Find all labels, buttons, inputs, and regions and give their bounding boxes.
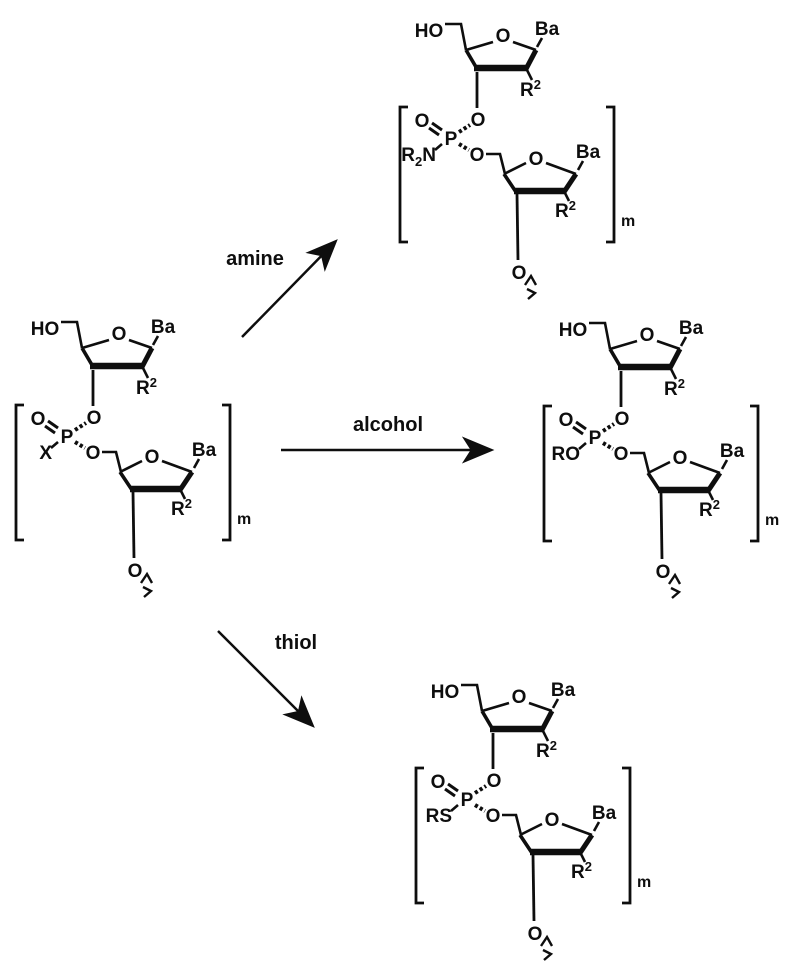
bridging-oxygen-label: O	[470, 145, 485, 166]
terminal-oxygen-label: O	[512, 263, 527, 284]
sugar-r2-label: R2	[136, 375, 157, 399]
phosphoryl-oxygen-label: O	[31, 409, 46, 430]
ring-oxygen-label: O	[112, 324, 127, 345]
p-substituent-label: RO	[552, 444, 581, 465]
phosphoryl-oxygen-label: O	[415, 111, 430, 132]
p-substituent-label: R2N	[401, 145, 436, 169]
hydroxyl-label: HO	[559, 320, 588, 341]
repeat-subscript: m	[637, 874, 651, 891]
terminal-oxygen-label: O	[528, 924, 543, 945]
arrow-label-alcohol: alcohol	[353, 414, 423, 436]
sugar-r2-label: R2	[571, 859, 592, 883]
arrow-label-amine: amine	[226, 248, 284, 270]
phosphorus-label: P	[461, 790, 474, 811]
base-label: Ba	[151, 317, 176, 338]
base-label: Ba	[679, 318, 704, 339]
ring-oxygen-label: O	[529, 149, 544, 170]
hydroxyl-label: HO	[415, 21, 444, 42]
structure-alcohol-product: HO O Ba R2 O O P RO O O Ba R2 O m	[544, 318, 779, 598]
hydroxyl-label: HO	[31, 319, 60, 340]
structure-starting-material: HO O Ba R2 O O P X O O Ba R2 O m	[16, 317, 251, 597]
ring-oxygen-label: O	[512, 687, 527, 708]
phosphoryl-oxygen-label: O	[559, 410, 574, 431]
bridging-oxygen-label: O	[486, 806, 501, 827]
repeat-subscript: m	[621, 213, 635, 230]
base-label: Ba	[576, 142, 601, 163]
phosphorus-label: P	[61, 427, 74, 448]
sugar-r2-label: R2	[536, 738, 557, 762]
phosphorus-label: P	[589, 428, 602, 449]
base-label: Ba	[720, 441, 745, 462]
bridging-oxygen-label: O	[614, 444, 629, 465]
arrow-label-thiol: thiol	[275, 632, 317, 654]
sugar-r2-label: R2	[699, 497, 720, 521]
base-label: Ba	[551, 680, 576, 701]
phosphate-oxygen-label: O	[615, 409, 630, 430]
ring-oxygen-label: O	[496, 26, 511, 47]
arrow-thiol	[217, 630, 315, 728]
repeat-subscript: m	[765, 512, 779, 529]
terminal-oxygen-label: O	[656, 562, 671, 583]
phosphate-oxygen-label: O	[87, 408, 102, 429]
ring-oxygen-label: O	[640, 325, 655, 346]
reaction-arrows: amine alcohol thiol	[217, 239, 495, 728]
sugar-r2-label: R2	[520, 77, 541, 101]
hydroxyl-label: HO	[431, 682, 460, 703]
base-label: Ba	[192, 440, 217, 461]
bridging-oxygen-label: O	[86, 443, 101, 464]
arrow-amine	[241, 239, 338, 338]
base-label: Ba	[535, 19, 560, 40]
ring-oxygen-label: O	[145, 447, 160, 468]
ring-oxygen-label: O	[545, 810, 560, 831]
base-label: Ba	[592, 803, 617, 824]
structure-thiol-product: HO O Ba R2 O O P RS O O Ba R2 O m	[416, 680, 651, 960]
sugar-r2-label: R2	[664, 376, 685, 400]
p-substituent-label: RS	[426, 806, 452, 827]
sugar-r2-label: R2	[555, 198, 576, 222]
terminal-oxygen-label: O	[128, 561, 143, 582]
structure-amine-product: HO O Ba R2 O O P R2N O O Ba R2 O m	[400, 19, 635, 299]
phosphate-oxygen-label: O	[487, 771, 502, 792]
phosphoryl-oxygen-label: O	[431, 772, 446, 793]
phosphorus-label: P	[445, 129, 458, 150]
p-substituent-label: X	[39, 443, 52, 464]
phosphate-oxygen-label: O	[471, 110, 486, 131]
repeat-subscript: m	[237, 511, 251, 528]
sugar-r2-label: R2	[171, 496, 192, 520]
ring-oxygen-label: O	[673, 448, 688, 469]
